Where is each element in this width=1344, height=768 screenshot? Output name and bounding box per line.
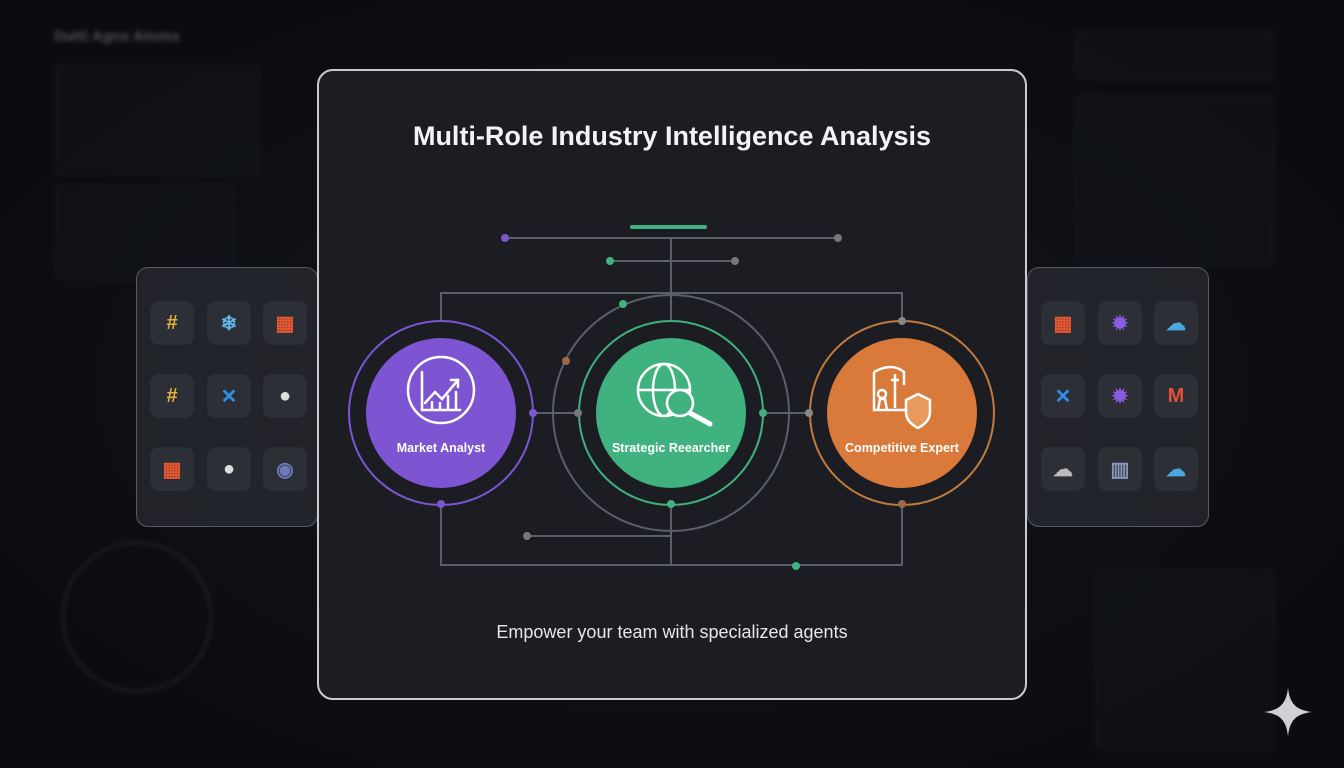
competitive-expert-label: Competitive Expert [845,441,959,455]
slack-icon[interactable]: # [150,374,194,418]
right-integrations-panel: ▦ ✹ ☁ ✕ ✹ M ☁ ▥ ☁ [1027,267,1209,527]
gear-icon[interactable]: ✹ [1098,301,1142,345]
slack-icon[interactable]: # [150,301,194,345]
background-title: Dutti Agns Atoms [54,28,180,45]
card-title: Multi-Role Industry Intelligence Analysi… [412,121,932,151]
background-panel [1075,30,1275,80]
background-panel [1095,570,1275,750]
gmail-icon[interactable]: M [1154,374,1198,418]
salesforce-cloud-icon[interactable]: ☁ [1154,301,1198,345]
gear-icon[interactable]: ✹ [1098,374,1142,418]
background-panel [55,185,235,280]
card-subtitle: Empower your team with specialized agent… [496,622,848,642]
chart-growth-icon [406,355,476,425]
background-panel [55,65,260,175]
connector-lines [440,237,903,566]
competitive-expert-node [827,338,977,488]
market-analyst-label: Market Analyst [396,441,486,455]
microsoft-icon[interactable]: ▦ [150,447,194,491]
connector-dots [437,234,906,570]
github-icon[interactable]: ● [263,374,307,418]
microsoft-icon[interactable]: ▦ [1041,301,1085,345]
grid-icon[interactable]: ▥ [1098,447,1142,491]
left-integrations-panel: # ❄ ▦ # ✕ ● ▦ ● ◉ [136,267,318,527]
salesforce-cloud-icon[interactable]: ☁ [1154,447,1198,491]
background-circle [62,542,212,692]
sparkle-icon [1264,688,1312,736]
market-analyst-node [366,338,516,488]
background-panel [1075,95,1275,265]
microsoft-icon[interactable]: ▦ [263,301,307,345]
globe-search-icon [636,362,713,427]
cloud-icon[interactable]: ☁ [1041,447,1085,491]
confluence-icon[interactable]: ✕ [207,374,251,418]
strategic-researcher-label: Strategic Reearcher [611,441,731,455]
github-icon[interactable]: ● [207,447,251,491]
chess-shield-icon [872,365,932,430]
snowflake-icon[interactable]: ❄ [207,301,251,345]
globe-icon[interactable]: ◉ [263,447,307,491]
confluence-icon[interactable]: ✕ [1041,374,1085,418]
